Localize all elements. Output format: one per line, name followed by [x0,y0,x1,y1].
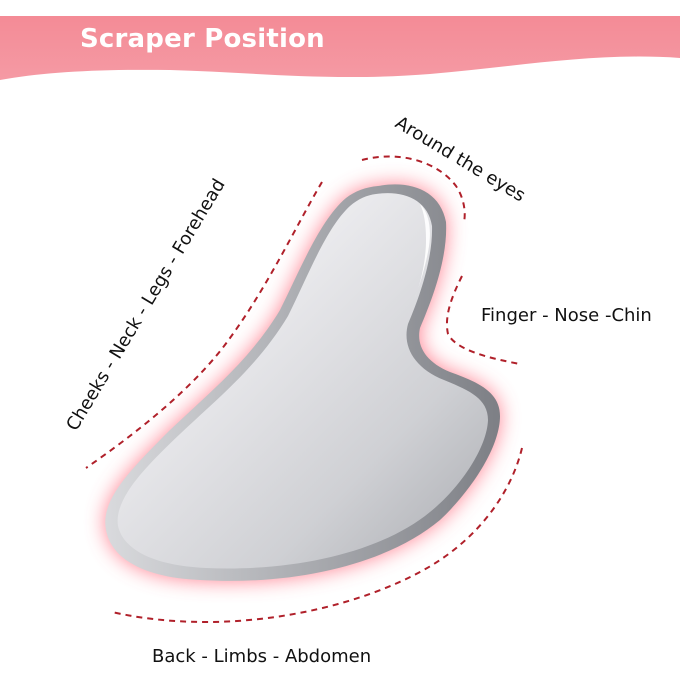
scraper-highlight [414,204,430,300]
label-back-limbs: Back - Limbs - Abdomen [152,646,372,667]
guide-back [111,447,523,624]
page-title: Scraper Position [80,24,325,54]
label-finger-nose-chin: Finger - Nose -Chin [481,305,652,326]
header-banner [0,16,680,80]
label-cheeks-neck: Cheeks - Neck - Legs - Forehead [62,175,229,434]
guide-finger-nose [446,275,521,365]
scraper-face [117,193,488,569]
guide-cheeks [85,181,323,469]
